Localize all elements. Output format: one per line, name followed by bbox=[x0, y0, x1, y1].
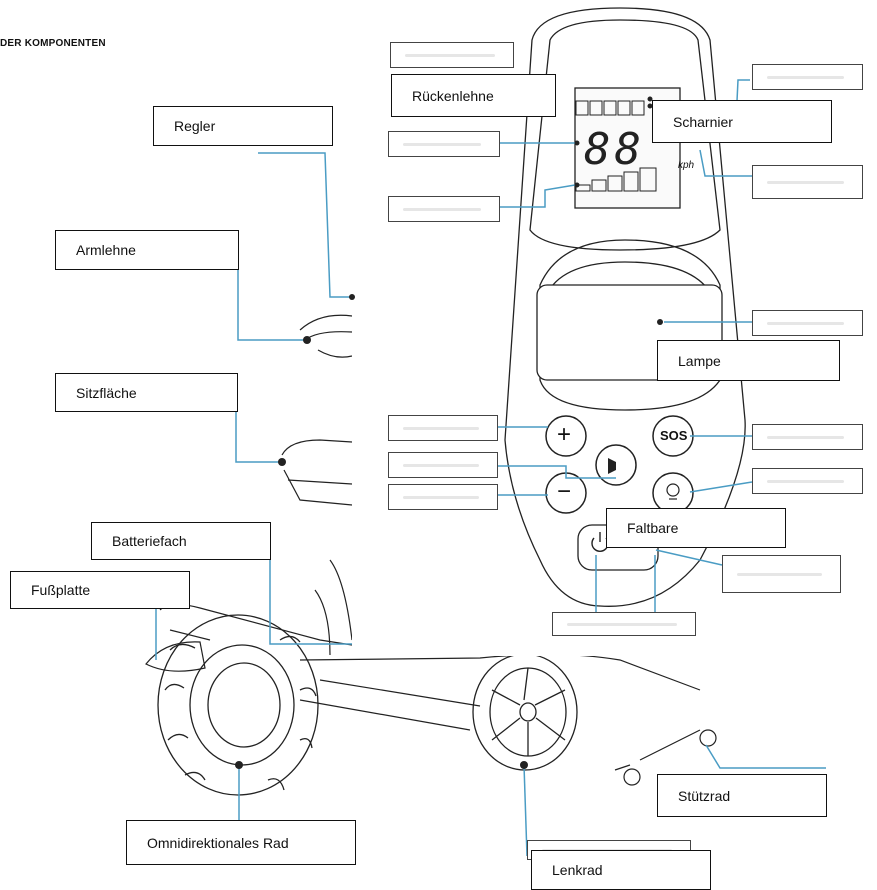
label-stutzrad: Stützrad bbox=[657, 774, 827, 817]
page-heading: DER KOMPONENTEN bbox=[0, 38, 106, 49]
blank-label-box bbox=[388, 484, 498, 510]
blank-label-box bbox=[752, 64, 863, 90]
label-lampe: Lampe bbox=[657, 340, 840, 381]
support-wheel bbox=[614, 729, 717, 786]
label-regler: Regler bbox=[153, 106, 333, 146]
speed-bars bbox=[575, 167, 657, 192]
leader-dots bbox=[235, 140, 663, 769]
blank-label-box bbox=[752, 424, 863, 450]
blank-label-box bbox=[388, 452, 498, 478]
label-scharnier: Scharnier bbox=[652, 100, 832, 143]
speed-display: 88 bbox=[584, 124, 645, 175]
light-icon bbox=[666, 483, 680, 500]
light-button[interactable] bbox=[652, 472, 694, 514]
label-fussplatte: Fußplatte bbox=[10, 571, 190, 609]
horn-icon bbox=[608, 458, 616, 474]
leader-lines bbox=[155, 60, 826, 857]
blank-label-box bbox=[388, 131, 500, 157]
blank-label-box bbox=[722, 555, 841, 593]
plus-icon: + bbox=[557, 421, 572, 448]
minus-icon: − bbox=[557, 478, 572, 505]
label-lenkrad: Lenkrad bbox=[531, 850, 711, 890]
label-ruckenlehne: Rückenlehne bbox=[391, 74, 556, 117]
blank-label-box bbox=[388, 415, 498, 441]
label-armlehne: Armlehne bbox=[55, 230, 239, 270]
sos-icon: SOS bbox=[660, 428, 688, 443]
blank-label-box bbox=[752, 165, 863, 199]
label-batteriefach: Batteriefach bbox=[91, 522, 271, 560]
blank-label-box bbox=[390, 42, 514, 68]
blank-label-box bbox=[388, 196, 500, 222]
speed-unit: kph bbox=[678, 160, 695, 171]
battery-icon bbox=[575, 96, 653, 116]
label-sitzflache: Sitzfläche bbox=[55, 373, 238, 412]
blank-label-box bbox=[752, 310, 863, 336]
blank-label-box bbox=[752, 468, 863, 494]
steering-wheel bbox=[472, 653, 578, 771]
label-omnirad: Omnidirektionales Rad bbox=[126, 820, 356, 865]
plus-button[interactable] bbox=[545, 415, 587, 457]
label-faltbare: Faltbare bbox=[606, 508, 786, 548]
blank-label-box bbox=[552, 612, 696, 636]
